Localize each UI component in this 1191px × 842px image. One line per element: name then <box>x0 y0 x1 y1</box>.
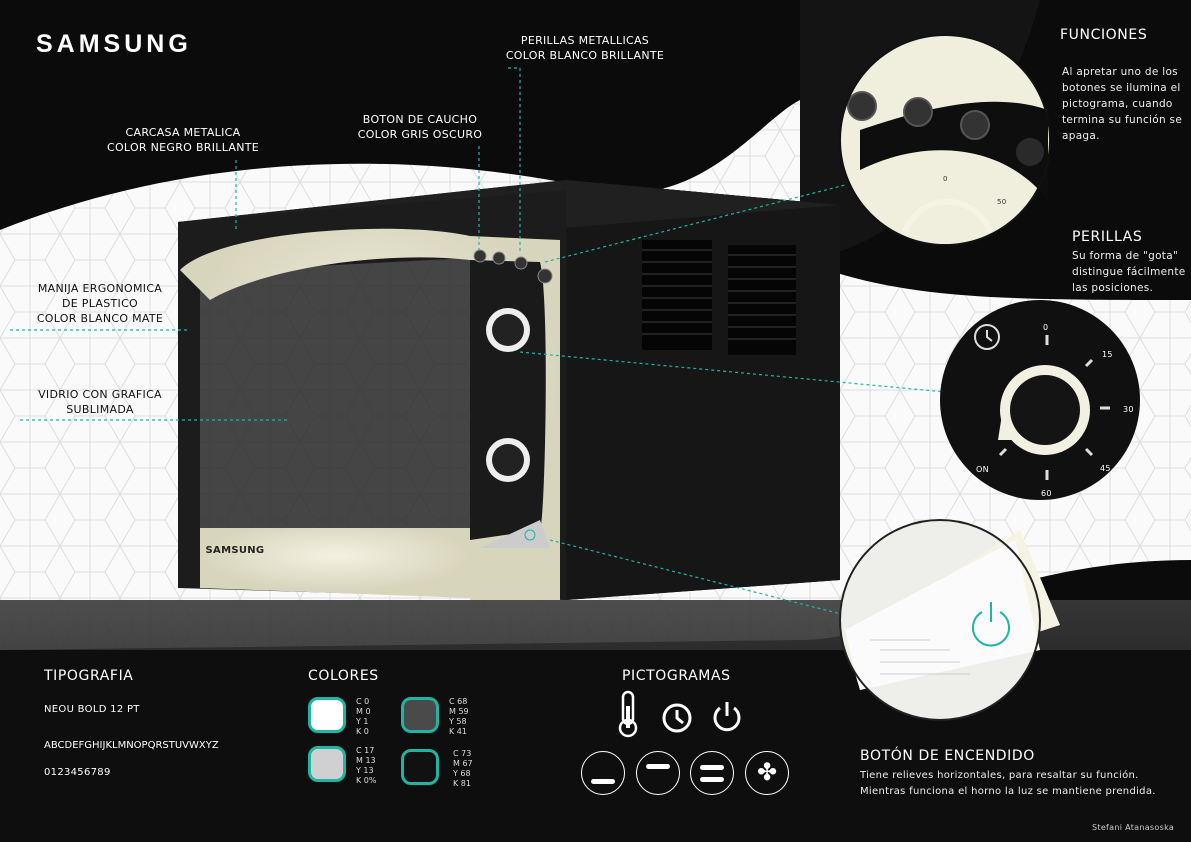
zoom-dial <box>940 300 1140 500</box>
colores-title: COLORES <box>308 668 379 684</box>
swatch-dark-gray <box>401 697 439 733</box>
dial-label: 45 <box>1100 464 1111 473</box>
author: Stefani Atanasoska <box>1092 823 1175 832</box>
microwave-logo: SAMSUNG <box>205 545 265 556</box>
microwave <box>178 180 840 600</box>
dial-label: 30 <box>1123 405 1134 414</box>
temp-dial-label: 0 <box>943 175 948 183</box>
pictogramas-title: PICTOGRAMAS <box>622 668 731 684</box>
encendido-text: Tiene relieves horizontales, para resalt… <box>860 770 1156 797</box>
top-heat-icon <box>636 751 680 795</box>
dial-label: 0 <box>1043 323 1049 332</box>
double-heat-icon <box>690 751 734 795</box>
funciones-text: Al apretar uno de los botones se ilumina… <box>1062 66 1183 142</box>
clock-icon <box>662 703 692 733</box>
dial-label: 60 <box>1041 489 1052 498</box>
font-digits: 0123456789 <box>44 767 111 778</box>
zoom-functions <box>839 34 1051 246</box>
fan-icon: ✤ <box>745 751 789 795</box>
font-alphabet: ABCDEFGHIJKLMNOPQRSTUVWXYZ <box>44 740 219 751</box>
thermometer-icon <box>618 690 638 738</box>
dial-label: 15 <box>1102 350 1113 359</box>
samsung-logo: SAMSUNG <box>36 30 192 58</box>
swatch-white <box>308 697 346 733</box>
font-name: NEOU BOLD 12 PT <box>44 704 140 715</box>
swatch-black <box>401 749 439 785</box>
low-heat-icon <box>581 751 625 795</box>
temp-dial-label: 50 <box>997 198 1007 206</box>
power-icon <box>713 702 741 732</box>
funciones-title: FUNCIONES <box>1060 27 1148 43</box>
swatch-light-gray <box>308 746 346 782</box>
perillas-text: Su forma de "gota" distingue fácilmente … <box>1072 250 1186 294</box>
encendido-title: BOTÓN DE ENCENDIDO <box>860 748 1035 764</box>
zoom-power <box>839 519 1060 721</box>
tipografia-title: TIPOGRAFIA <box>44 668 134 684</box>
pictogram-row <box>618 690 741 738</box>
dial-label: ON <box>976 465 989 474</box>
callout-lines <box>10 67 946 616</box>
perillas-title: PERILLAS <box>1072 229 1143 245</box>
